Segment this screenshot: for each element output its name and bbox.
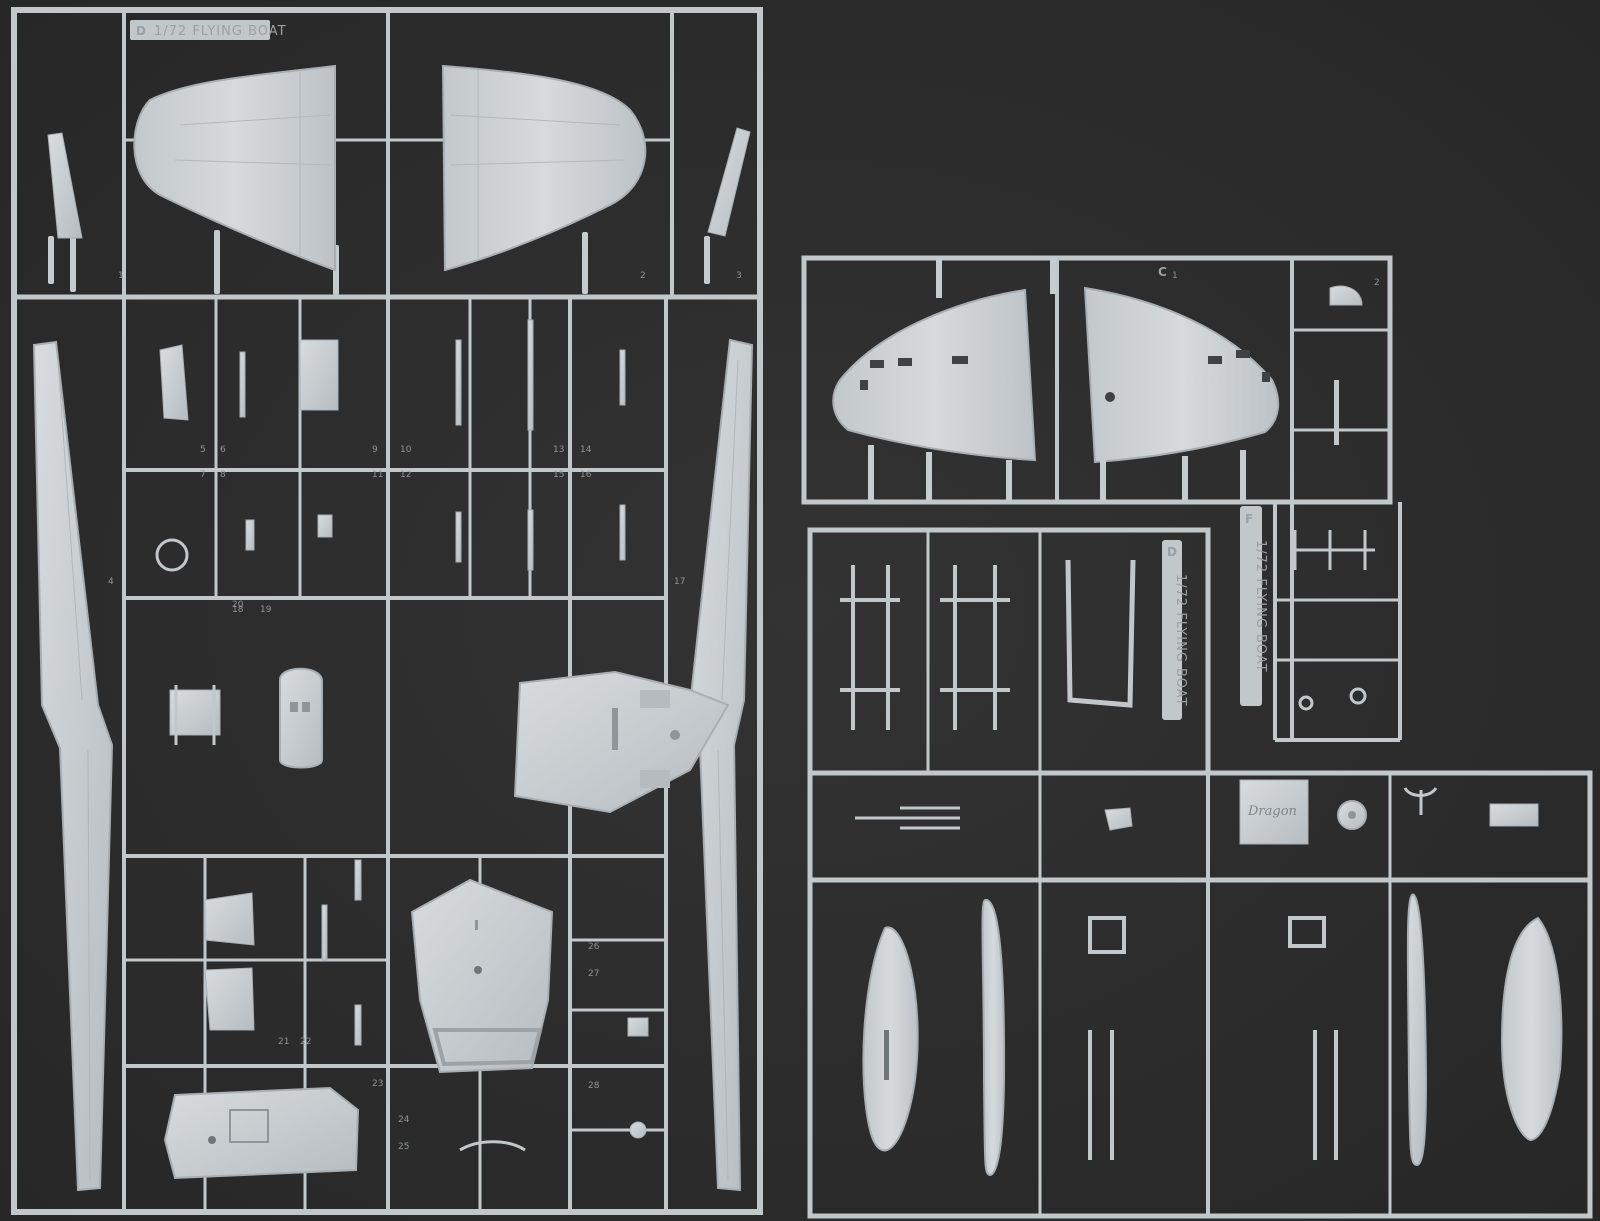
gun-barrel-parts [855,806,960,830]
right-middle-badge: D [1167,545,1177,559]
part-number-tag: 7 [200,470,206,480]
part-number-tag: 10 [400,445,412,455]
scoop-part [1104,807,1133,831]
left-sprue-title: 1/72 FLYING BOAT [154,24,287,39]
part-number-tag: 14 [580,445,592,455]
cockpit-parts-middle [169,667,323,769]
part-number-tag: 27 [588,969,599,979]
hull-center-section [513,670,730,814]
part-number-tag: 8 [220,470,226,480]
gear-struts-group [840,559,1136,730]
logo-plate: Dragon [1239,779,1309,845]
vent-grille-part [1329,285,1363,306]
right-panel-label: F 1/72 FLYING BOAT [1240,506,1268,706]
part-number-tag: 21 [278,1037,289,1047]
part-number-tag: 1 [118,271,124,281]
hull-bow-panel [410,878,554,1074]
part-number-tag: 28 [588,1081,600,1091]
right-top-part-numbers: 12 [1172,271,1380,288]
gate-stubs-left [48,222,710,295]
small-ring-part [459,1017,649,1152]
small-parts-upper-left [155,319,626,572]
part-number-tag: 12 [400,470,411,480]
part-number-tag: 22 [300,1037,311,1047]
torpedo-part [981,898,1006,1177]
frame-parts-bottom [1088,916,1338,1160]
part-number-tag: 5 [200,445,206,455]
right-middle-label: D 1/72 FLYING BOAT [1162,540,1188,720]
right-panel-badge: F [1245,512,1253,526]
gate-stubs-right-top [868,258,1246,500]
dragon-logo-text: Dragon [1247,804,1297,819]
part-number-tag: 23 [372,1079,383,1089]
left-sprue-label: D 1/72 FLYING BOAT [130,20,287,40]
float-strut-part [1406,893,1428,1167]
anchor-part [1403,787,1438,815]
fin-tip-right [707,127,751,237]
part-number-tag: 19 [260,605,272,615]
part-number-tag: 11 [372,470,383,480]
right-panel-title: 1/72 FLYING BOAT [1253,540,1268,673]
part-number-tag: 20 [232,600,244,610]
wingtip-float-right [1500,916,1563,1142]
part-number-tag: 26 [588,942,600,952]
right-middle-sprue [807,502,1593,1219]
tailplane-right-half [441,64,647,272]
part-number-tag: 16 [580,470,592,480]
part-number-tag: 2 [1374,278,1380,288]
part-number-tag: 25 [398,1142,409,1152]
propeller-hub-part [1337,800,1367,830]
right-top-badge: C [1158,265,1167,279]
cabin-floor-part [163,1086,360,1180]
box-part [1489,803,1539,827]
small-strut-part [1334,380,1339,445]
part-number-tag: 3 [736,271,742,281]
part-number-tag: 24 [398,1115,410,1125]
left-sprue-badge: D [136,24,146,38]
wingtip-float-left [862,926,919,1152]
right-panel-small-parts [1290,530,1375,711]
tailplane-left-half [133,64,336,272]
part-number-tag: 4 [108,577,114,587]
part-number-tag: 2 [640,271,646,281]
part-number-tag: 1 [1172,271,1178,281]
part-number-tag: 15 [553,470,564,480]
part-number-tag: 6 [220,445,226,455]
fuselage-half-left [832,288,1037,462]
part-number-tag: 18 [232,605,244,615]
bulkhead-parts [204,859,362,1046]
wing-strut-left [32,340,114,1192]
part-number-tag: 9 [372,445,378,455]
right-middle-title: 1/72 FLYING BOAT [1173,574,1188,707]
part-number-tag: 17 [674,577,685,587]
fin-tip-left [47,132,83,239]
fuselage-half-right [1083,286,1280,464]
part-number-tag: 13 [553,445,564,455]
